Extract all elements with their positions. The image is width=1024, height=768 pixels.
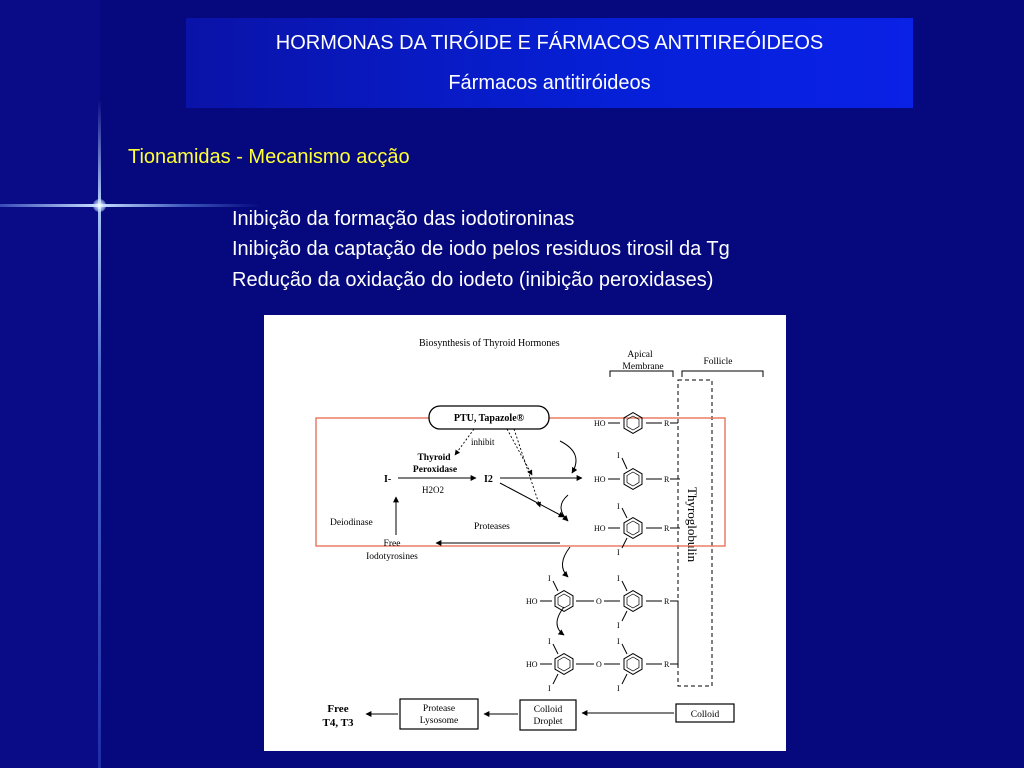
iodine-label: I2 — [484, 474, 493, 485]
diagram-svg: Biosynthesis of Thyroid Hormones Apical … — [315, 338, 764, 731]
decorative-vertical-line — [98, 100, 101, 768]
r-label: R — [664, 660, 670, 669]
colloid-label: Colloid — [691, 710, 720, 720]
ho-label: HO — [526, 660, 538, 669]
free-t-label-1: Free — [327, 703, 348, 715]
t3-row: HO I O I I R — [526, 574, 670, 630]
tyrosine-row: HO R — [594, 412, 670, 434]
protease-lysosome-label-2: Lysosome — [420, 716, 459, 726]
t4-row: HO I I O I I R — [526, 637, 670, 693]
free-iodo-label-1: Free — [384, 539, 401, 549]
free-iodo-label-2: Iodotyrosines — [366, 552, 418, 562]
colloid-box — [675, 703, 735, 723]
inhibit-arrow-iodination-1 — [506, 428, 533, 476]
enzyme-label-1: Thyroid — [417, 453, 451, 463]
iodine-atom: I — [617, 548, 620, 557]
decorative-star-sparkle — [93, 199, 106, 212]
colloid-droplet-box — [519, 699, 577, 731]
thyroglobulin-label: Thyroglobulin — [685, 487, 700, 563]
follicle-bracket — [681, 370, 764, 377]
bullet-line-2: Inibição da captação de iodo pelos resid… — [232, 238, 730, 260]
apical-label-1: Apical — [627, 350, 653, 360]
dit-row: HO I I R — [594, 502, 670, 557]
ho-label: HO — [594, 524, 606, 533]
left-background-panel — [0, 0, 100, 768]
slide-title: HORMONAS DA TIRÓIDE E FÁRMACOS ANTITIREÓ… — [275, 32, 824, 54]
iodine-atom: I — [617, 502, 620, 511]
curve-arrow-2 — [560, 494, 569, 522]
iodine-atom: I — [617, 451, 620, 460]
drug-label: PTU, Tapazole® — [454, 413, 525, 424]
ho-label: HO — [526, 597, 538, 606]
bullet-line-3: Redução da oxidação do iodeto (inibição … — [232, 269, 714, 291]
iodine-atom: I — [548, 574, 551, 583]
apical-bracket — [609, 370, 674, 377]
iodide-label: I- — [384, 474, 391, 485]
title-box: HORMONAS DA TIRÓIDE E FÁRMACOS ANTITIREÓ… — [186, 18, 913, 108]
iodine-atom: I — [617, 637, 620, 646]
decorative-horizontal-line — [0, 204, 260, 207]
slide-subtitle: Fármacos antitiróideos — [448, 72, 651, 94]
bullet-line-1: Inibição da formação das iodotironinas — [232, 208, 575, 230]
r-label: R — [664, 475, 670, 484]
curve-arrow-3 — [562, 546, 571, 578]
ho-label: HO — [594, 419, 606, 428]
thyroglobulin-connector — [670, 422, 680, 665]
mit-row: HO I R — [594, 451, 670, 490]
iodine-atom: I — [548, 637, 551, 646]
inhibit-label: inhibit — [471, 437, 495, 447]
diagram-title: Biosynthesis of Thyroid Hormones — [419, 338, 560, 349]
follicle-label: Follicle — [703, 357, 732, 367]
deiodinase-label: Deiodinase — [330, 518, 373, 528]
r-label: R — [664, 597, 670, 606]
iodine-atom: I — [617, 621, 620, 630]
iodine-atom: I — [617, 574, 620, 583]
colloid-droplet-label-2: Droplet — [533, 717, 562, 727]
free-t-label-2: T4, T3 — [323, 717, 354, 729]
apical-label-2: Membrane — [622, 362, 663, 372]
drug-box — [428, 405, 550, 430]
r-label: R — [664, 524, 670, 533]
r-label: R — [664, 419, 670, 428]
section-heading: Tionamidas - Mecanismo acção — [128, 146, 410, 168]
thyroid-biosynthesis-diagram: Biosynthesis of Thyroid Hormones Apical … — [264, 315, 786, 751]
colloid-droplet-label-1: Colloid — [534, 705, 563, 715]
h2o2-label: H2O2 — [422, 485, 444, 495]
thyroglobulin-column — [677, 379, 713, 687]
proteases-label: Proteases — [474, 522, 510, 532]
oxygen-label: O — [596, 660, 602, 669]
proteases-arrow — [499, 482, 565, 518]
ho-label: HO — [594, 475, 606, 484]
curve-arrow-1 — [559, 440, 578, 474]
inhibit-arrow-iodination-2 — [513, 428, 542, 508]
oxygen-label: O — [596, 597, 602, 606]
iodine-atom: I — [548, 684, 551, 693]
iodine-atom: I — [617, 684, 620, 693]
protease-lysosome-box — [399, 698, 479, 730]
protease-lysosome-label-1: Protease — [423, 704, 455, 714]
enzyme-label-2: Peroxidase — [413, 465, 457, 475]
inhibit-arrow-enzyme — [454, 428, 475, 456]
